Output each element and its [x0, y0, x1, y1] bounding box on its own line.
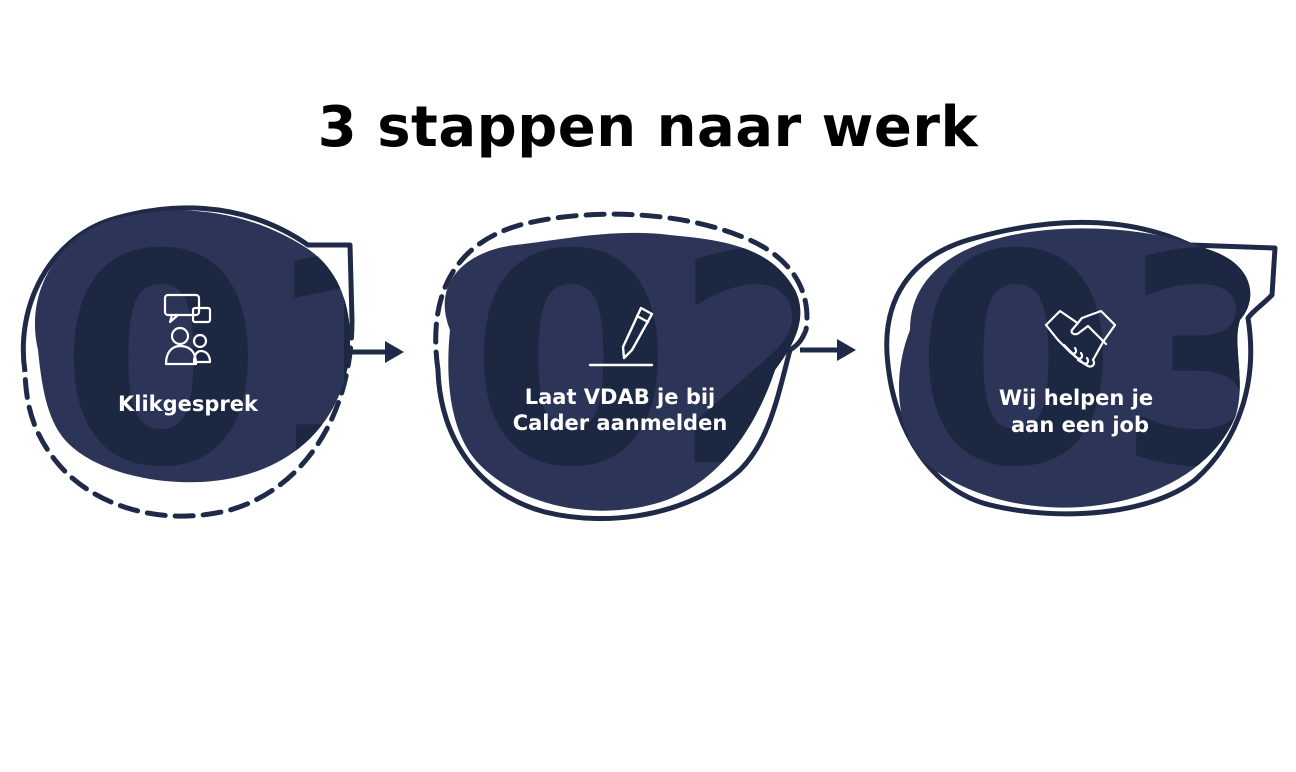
step-1-label-line-1: Klikgesprek — [118, 392, 259, 416]
step-2-label-line-1: Laat VDAB je bij — [525, 385, 716, 409]
step-2-number: 02 — [470, 194, 874, 531]
step-3-outline — [884, 219, 1278, 517]
step-2-outline-solid — [435, 329, 809, 522]
step-3-number: 03 — [915, 194, 1296, 531]
step-2-label-line-2: Calder aanmelden — [513, 411, 728, 435]
page-title: 3 stappen naar werk — [317, 95, 979, 160]
step-1-outline-solid — [20, 205, 355, 373]
step-3: 03 Wij helpen je aan een job — [884, 194, 1296, 531]
arrow-1-to-2 — [352, 341, 404, 363]
chat-people-icon — [163, 293, 212, 366]
step-2-blob — [444, 232, 801, 511]
step-1-outline-dashed — [22, 317, 355, 519]
step-1: 01 Klikgesprek — [20, 194, 464, 531]
pen-sign-icon — [588, 306, 654, 367]
step-2: 02 Laat VDAB je bij Calder aanmelden — [433, 194, 874, 531]
step-3-label-line-1: Wij helpen je — [999, 386, 1153, 410]
step-2-outline-dashed — [433, 211, 810, 373]
step-1-blob — [34, 210, 351, 483]
handshake-icon — [1044, 309, 1117, 368]
step-1-number: 01 — [60, 194, 464, 531]
step-3-blob — [898, 228, 1251, 508]
step-3-label-line-2: aan een job — [1011, 413, 1149, 437]
arrow-2-to-3 — [800, 339, 856, 361]
